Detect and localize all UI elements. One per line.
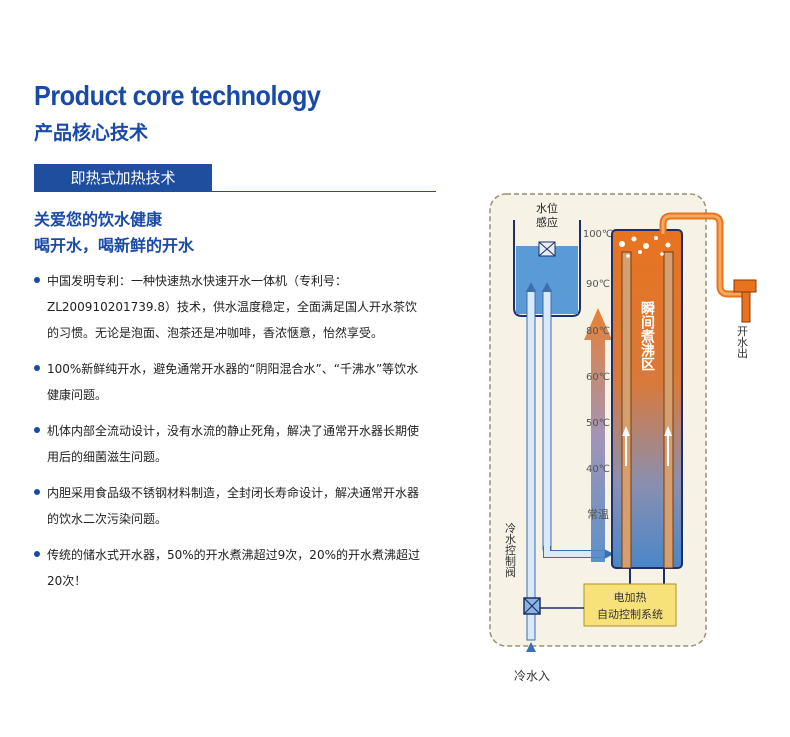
return-pipe xyxy=(542,289,552,551)
slogan-line-2: 喝开水，喝新鲜的开水 xyxy=(34,236,195,255)
temp-40: 40℃ xyxy=(586,464,610,475)
bullet-dot-icon xyxy=(34,365,40,371)
feature-item: 100%新鲜纯开水，避免通常开水器的“阴阳混合水”、“千沸水”等饮水健康问题。 xyxy=(34,356,424,408)
water-heater-diagram: 水位 感应 100℃ 90℃ 80℃ 60℃ 50℃ 40℃ 常温 瞬间煮沸区 … xyxy=(489,193,757,683)
bullet-dot-icon xyxy=(34,551,40,557)
cold-water-valve-label: 冷水控制阀 xyxy=(504,522,517,578)
feature-text: 100%新鲜纯开水，避免通常开水器的“阴阳混合水”、“千沸水”等饮水健康问题。 xyxy=(47,362,419,402)
instant-boil-zone-label: 瞬间煮沸区 xyxy=(639,300,656,371)
rise-arrow-right-icon xyxy=(664,426,672,436)
temp-50: 50℃ xyxy=(586,418,610,429)
feature-item: 传统的储水式开水器，50%的开水煮沸超过9次，20%的开水煮沸超过20次！ xyxy=(34,542,424,594)
page-title-en: Product core technology xyxy=(34,80,321,111)
electric-heating-label: 电加热 xyxy=(614,591,647,604)
boiling-water-out-label: 开水出 xyxy=(736,326,749,359)
return-up-arrow-icon xyxy=(542,282,552,292)
feature-text: 机体内部全流动设计，没有水流的静止死角，解决了通常开水器长期使用后的细菌滋生问题… xyxy=(47,424,420,464)
temp-ambient: 常温 xyxy=(587,508,609,521)
feature-text: 内胆采用食品级不锈钢材料制造，全封闭长寿命设计，解决通常开水器的饮水二次污染问题… xyxy=(47,486,420,526)
heating-rod-left xyxy=(621,251,632,569)
temperature-rise-arrow xyxy=(584,308,612,562)
feature-text: 传统的储水式开水器，50%的开水煮沸超过9次，20%的开水煮沸超过20次！ xyxy=(47,548,420,588)
slogan-line-1: 关爱您的饮水健康 xyxy=(34,210,163,229)
section-banner: 即热式加热技术 xyxy=(34,164,212,192)
feature-text: 中国发明专利：一种快速热水快速开水一体机（专利号：ZL200910201739.… xyxy=(47,274,417,340)
heating-rod-right xyxy=(663,251,674,569)
temp-60: 60℃ xyxy=(586,372,610,383)
feature-item: 机体内部全流动设计，没有水流的静止死角，解决了通常开水器长期使用后的细菌滋生问题… xyxy=(34,418,424,470)
cold-water-in-label: 冷水入 xyxy=(514,669,550,683)
sensor-label-2: 感应 xyxy=(536,215,558,229)
auto-control-label: 自动控制系统 xyxy=(597,607,663,621)
bullet-dot-icon xyxy=(34,427,40,433)
cold-inlet-pipe xyxy=(526,289,536,641)
temperature-scale: 100℃ 90℃ 80℃ 60℃ 50℃ 40℃ 常温 xyxy=(583,229,613,521)
tap-icon xyxy=(733,279,757,293)
cold-in-arrow-icon xyxy=(526,642,536,652)
feature-item: 中国发明专利：一种快速热水快速开水一体机（专利号：ZL200910201739.… xyxy=(34,268,424,346)
temp-100: 100℃ xyxy=(583,229,613,240)
feed-arrow-icon xyxy=(604,549,614,559)
bubbles xyxy=(619,236,671,258)
feature-list: 中国发明专利：一种快速热水快速开水一体机（专利号：ZL200910201739.… xyxy=(34,268,424,604)
temp-80: 80℃ xyxy=(586,326,610,337)
bullet-dot-icon xyxy=(34,277,40,283)
inlet-up-arrow-icon xyxy=(526,282,536,292)
sensor-label-1: 水位 xyxy=(536,201,558,215)
temp-90: 90℃ xyxy=(586,279,610,290)
banner-divider xyxy=(212,191,436,192)
page-title-zh: 产品核心技术 xyxy=(34,122,149,144)
control-unit xyxy=(583,583,677,627)
feature-item: 内胆采用食品级不锈钢材料制造，全封闭长寿命设计，解决通常开水器的饮水二次污染问题… xyxy=(34,480,424,532)
rise-arrow-left-icon xyxy=(622,426,630,436)
bullet-dot-icon xyxy=(34,489,40,495)
